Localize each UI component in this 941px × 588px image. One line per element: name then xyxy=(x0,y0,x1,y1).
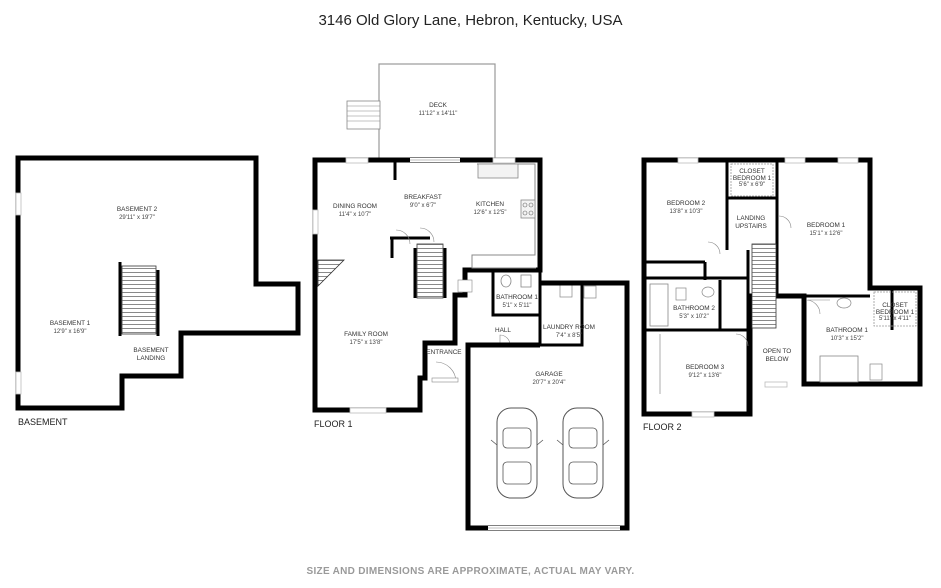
floor2-window xyxy=(691,411,715,418)
floor2-outer-wall xyxy=(641,157,923,417)
basement-window xyxy=(15,192,22,216)
room-label: CLOSET BEDROOM 1 5'11" x 4'11" xyxy=(875,302,915,322)
room-label: BASEMENT LANDING xyxy=(133,347,169,362)
room-label: BATHROOM 1 10'3" x 15'2" xyxy=(826,327,868,342)
room-label: BEDROOM 2 13'8" x 10'3" xyxy=(666,200,706,215)
entrance-door xyxy=(431,377,459,383)
door-swing xyxy=(735,333,749,347)
deck-steps xyxy=(346,100,381,130)
door-swing xyxy=(395,229,411,245)
closet-bedroom1 xyxy=(873,291,917,327)
floor-label-basement: BASEMENT xyxy=(18,417,68,427)
room-label: DINING ROOM 11'4" x 10'7" xyxy=(332,203,378,218)
room-label: LANDING UPSTAIRS xyxy=(735,215,767,230)
bathroom2-fixtures xyxy=(649,283,715,327)
door-swing xyxy=(419,227,435,243)
room-label: LAUNDRY ROOM 7'4" x 8'5" xyxy=(543,324,595,339)
room-label: GARAGE 20'7" x 20'4" xyxy=(532,371,566,386)
room-label: BEDROOM 3 9'12" x 13'6" xyxy=(685,364,725,379)
room-label: CLOSET BEDROOM 1 5'6" x 6'9" xyxy=(732,168,772,188)
garage-wall xyxy=(465,280,630,531)
car-icon xyxy=(490,407,544,499)
floor1-window xyxy=(345,157,369,164)
room-label: OPEN TO BELOW xyxy=(762,348,792,363)
floor2-window xyxy=(784,157,806,164)
car-icon xyxy=(556,407,610,499)
page-title: 3146 Old Glory Lane, Hebron, Kentucky, U… xyxy=(318,12,623,29)
room-label: DECK 11'12" x 14'11" xyxy=(418,102,458,117)
floor1-window xyxy=(349,407,387,414)
floor2-window xyxy=(764,381,788,388)
floor-label-floor2: FLOOR 2 xyxy=(643,422,682,432)
disclaimer-footer: SIZE AND DIMENSIONS ARE APPROXIMATE, ACT… xyxy=(306,566,635,577)
floor1-stairs-lower xyxy=(317,259,345,287)
room-label: HALL xyxy=(495,327,511,334)
room-label: ENTRANCE xyxy=(426,349,462,356)
basement-plan xyxy=(15,155,301,411)
floor1-plan xyxy=(312,63,630,531)
floor2-window xyxy=(677,157,699,164)
floor2-plan xyxy=(641,157,923,418)
basement-stairs xyxy=(118,262,160,336)
closet-bedroom1 xyxy=(730,163,774,197)
basement-window xyxy=(15,371,22,395)
floor1-stairs xyxy=(416,243,444,299)
room-label: BEDROOM 1 15'1" x 12'6" xyxy=(806,222,846,237)
room-label: KITCHEN 12'6" x 12'5" xyxy=(473,201,507,216)
room-label: BASEMENT 2 29'11" x 19'7" xyxy=(116,206,158,221)
door-swing xyxy=(805,299,821,315)
room-label: FAMILY ROOM 17'5" x 13'8" xyxy=(344,331,388,346)
door-swing xyxy=(778,215,792,229)
floor2-window xyxy=(837,157,859,164)
door-swing xyxy=(707,241,721,255)
kitchen-counter xyxy=(471,163,536,269)
floor1-window xyxy=(312,209,319,235)
floor1-window xyxy=(492,157,516,164)
floor2-stairs xyxy=(751,243,777,329)
bathroom1-fixtures xyxy=(808,297,883,383)
basement-outer-wall xyxy=(15,155,301,411)
room-label: BATHROOM 2 5'3" x 10'2" xyxy=(673,305,715,320)
room-label: BATHROOM 1 5'1" x 5'11" xyxy=(496,294,538,309)
bathroom1-floor1 xyxy=(457,268,542,317)
room-label: BASEMENT 1 12'9" x 16'9" xyxy=(49,320,91,335)
floor-label-floor1: FLOOR 1 xyxy=(314,419,353,429)
room-label: BREAKFAST 9'0" x 6'7" xyxy=(404,194,442,209)
